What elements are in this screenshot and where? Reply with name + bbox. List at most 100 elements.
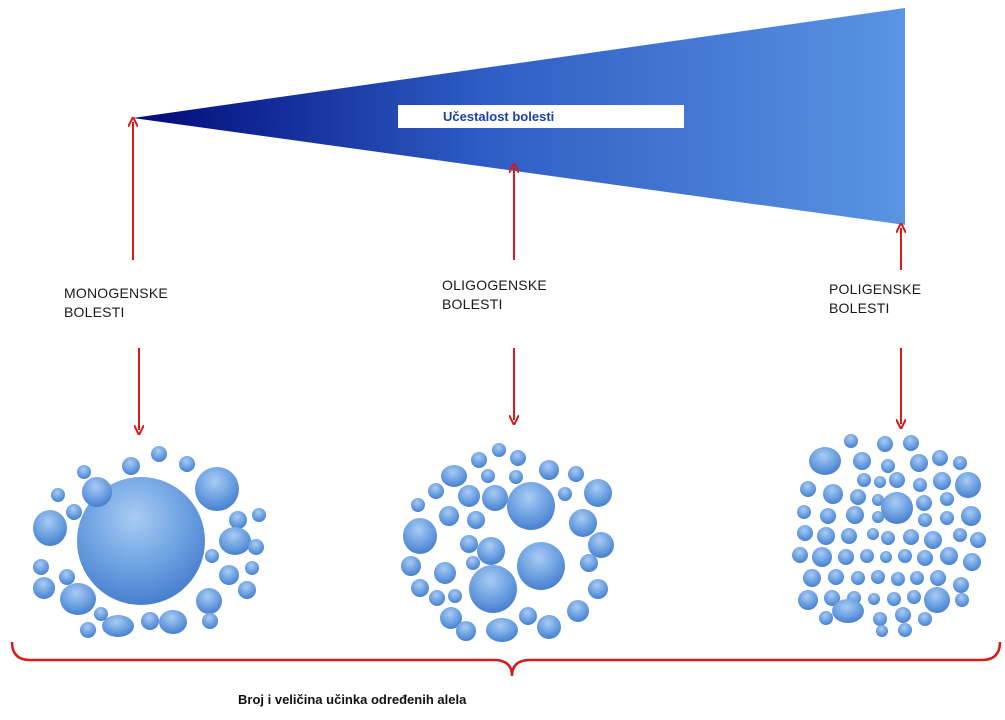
allele-bubble	[122, 457, 140, 475]
allele-bubble	[159, 610, 187, 634]
label-polygenic: POLIGENSKE BOLESTI	[829, 280, 921, 318]
up-arrows	[133, 122, 901, 270]
allele-bubble	[567, 600, 589, 622]
allele-bubble	[824, 590, 840, 606]
allele-bubble	[537, 615, 561, 639]
allele-bubble	[792, 547, 808, 563]
allele-bubble	[940, 547, 958, 565]
allele-bubble	[569, 509, 597, 537]
allele-bubble	[871, 570, 885, 584]
allele-bubble	[880, 551, 892, 563]
allele-bubble	[482, 485, 508, 511]
allele-bubble	[219, 527, 251, 555]
allele-cluster-monogenic	[33, 446, 266, 638]
allele-bubble	[955, 472, 981, 498]
allele-bubble	[953, 577, 969, 593]
bottom-brace	[10, 641, 1002, 677]
allele-bubble	[891, 572, 905, 586]
allele-bubble	[448, 589, 462, 603]
allele-bubble	[860, 549, 874, 563]
allele-bubble	[248, 539, 264, 555]
allele-bubble	[428, 483, 444, 499]
allele-bubble	[411, 498, 425, 512]
allele-bubble	[439, 506, 459, 526]
allele-bubble	[66, 504, 82, 520]
allele-bubble	[803, 569, 821, 587]
label-oligogenic: OLIGOGENSKE BOLESTI	[442, 276, 547, 314]
allele-bubble	[434, 562, 456, 584]
allele-bubble	[963, 553, 981, 571]
allele-bubble	[202, 613, 218, 629]
allele-bubble	[933, 472, 951, 490]
allele-bubble	[955, 593, 969, 607]
allele-bubble	[970, 532, 986, 548]
allele-bubble	[440, 607, 462, 629]
allele-bubble	[857, 473, 871, 487]
allele-bubble	[881, 459, 895, 473]
allele-bubble	[80, 622, 96, 638]
allele-bubble	[798, 590, 818, 610]
allele-bubble	[539, 460, 559, 480]
allele-bubble	[877, 436, 893, 452]
allele-bubble	[797, 525, 813, 541]
allele-bubble	[467, 511, 485, 529]
allele-bubble	[819, 611, 833, 625]
allele-bubble	[846, 506, 864, 524]
allele-bubble	[77, 465, 91, 479]
allele-bubble	[510, 450, 526, 466]
allele-bubble	[568, 466, 584, 482]
allele-bubble	[853, 452, 871, 470]
allele-bubble	[60, 583, 96, 615]
label-polygenic-line1: POLIGENSKE	[829, 281, 922, 297]
allele-bubble	[828, 569, 844, 585]
allele-bubble	[588, 532, 614, 558]
frequency-label: Učestalost bolesti	[398, 105, 684, 128]
label-polygenic-line2: BOLESTI	[829, 300, 890, 316]
allele-bubble	[817, 527, 835, 545]
allele-bubble	[953, 456, 967, 470]
allele-bubble	[932, 450, 948, 466]
allele-bubble	[874, 476, 886, 488]
allele-bubble	[872, 511, 884, 523]
allele-bubble	[77, 477, 205, 605]
allele-bubble	[195, 467, 239, 511]
allele-bubble	[844, 434, 858, 448]
allele-bubble	[889, 472, 905, 488]
allele-bubble	[33, 577, 55, 599]
allele-bubble	[196, 588, 222, 614]
allele-bubble	[252, 508, 266, 522]
allele-bubble	[872, 494, 884, 506]
allele-bubble	[913, 478, 927, 492]
label-oligogenic-line2: BOLESTI	[442, 296, 503, 312]
allele-bubble	[903, 529, 919, 545]
allele-bubble	[820, 508, 836, 524]
allele-bubble	[924, 531, 942, 549]
allele-bubble	[812, 547, 832, 567]
allele-bubble	[141, 612, 159, 630]
allele-bubble	[411, 579, 429, 597]
allele-bubble	[205, 549, 219, 563]
allele-bubble	[486, 618, 518, 642]
allele-bubble	[881, 492, 913, 524]
allele-bubble	[903, 435, 919, 451]
allele-cluster-oligogenic	[401, 443, 614, 642]
allele-bubble	[940, 492, 954, 506]
label-oligogenic-line1: OLIGOGENSKE	[442, 277, 547, 293]
allele-bubble	[930, 570, 946, 586]
allele-bubble	[961, 506, 981, 526]
allele-bubble	[917, 550, 933, 566]
allele-bubble	[82, 477, 112, 507]
allele-bubble	[33, 559, 49, 575]
allele-bubble	[876, 625, 888, 637]
allele-bubble	[924, 587, 950, 613]
allele-bubble	[588, 579, 608, 599]
allele-bubble	[898, 623, 912, 637]
allele-bubble	[466, 556, 480, 570]
allele-bubble	[907, 590, 921, 604]
allele-bubble	[838, 549, 854, 565]
allele-bubble	[33, 510, 67, 546]
allele-bubble	[873, 612, 887, 626]
allele-bubble	[797, 505, 811, 519]
allele-bubble	[584, 479, 612, 507]
